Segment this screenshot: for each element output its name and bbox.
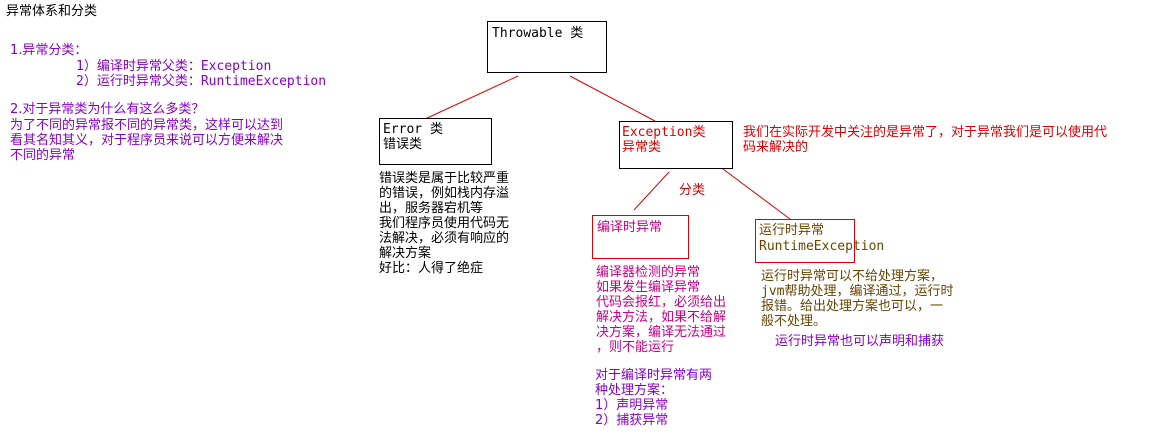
exception-note-line: 我们在实际开发中关注的是异常了，对于异常我们是可以使用代 xyxy=(743,125,1108,140)
error-node-sublabel: 错误类 xyxy=(383,137,423,152)
compile-handling-line: 种处理方案： xyxy=(595,383,674,398)
error-desc-line: 好比：人得了绝症 xyxy=(379,261,484,276)
why-answer-line: 为了不同的异常报不同的异常类，这样可以达到 xyxy=(10,118,284,133)
runtime-exception-node: 运行时异常 RuntimeException xyxy=(755,219,884,263)
error-node: Error 类 错误类 xyxy=(379,118,492,165)
why-answer-line: 不同的异常 xyxy=(10,148,76,163)
line-exception-runtime xyxy=(722,168,791,220)
compile-exception-node: 编译时异常 xyxy=(592,215,689,259)
exception-node-sublabel: 异常类 xyxy=(622,140,662,155)
exception-node-label: Exception类 xyxy=(622,125,706,140)
compile-handling-line: 1）声明异常 xyxy=(595,398,669,413)
runtime-desc-line: 运行时异常可以不给处理方案， xyxy=(761,269,944,284)
error-node-label: Error 类 xyxy=(383,122,443,137)
runtime-extra-note: 运行时异常也可以声明和捕获 xyxy=(775,334,945,349)
line-exception-compile xyxy=(633,171,670,211)
compile-desc-line: 决方案，编译无法通过 xyxy=(596,325,727,340)
classification-item-compile: 1）编译时异常父类：Exception xyxy=(76,59,272,74)
error-desc-line: 解决方案 xyxy=(379,246,432,261)
runtime-desc-line: 报错。给出处理方案也可以，一 xyxy=(761,299,944,314)
throwable-node-label: Throwable 类 xyxy=(492,26,584,41)
compile-desc-line: 解决方法，如果不给解 xyxy=(596,310,727,325)
compile-desc-line: 如果发生编译异常 xyxy=(596,280,701,295)
compile-handling-line: 2）捕获异常 xyxy=(595,413,669,428)
exception-node: Exception类 异常类 xyxy=(619,121,733,169)
exception-note-line: 码来解决的 xyxy=(743,140,809,155)
runtime-desc-line: 般不处理。 xyxy=(761,314,827,329)
compile-desc-line: 编译器检测的异常 xyxy=(596,265,701,280)
compile-handling-line: 对于编译时异常有两 xyxy=(595,368,713,383)
error-desc-line: 的错误，例如栈内存溢 xyxy=(379,186,510,201)
error-desc-line: 出，服务器宕机等 xyxy=(379,201,484,216)
why-heading: 2.对于异常类为什么有这么多类？ xyxy=(10,102,205,117)
compile-desc-line: 代码会报红，必须给出 xyxy=(596,295,727,310)
classification-item-runtime: 2）运行时异常父类：RuntimeException xyxy=(76,74,327,89)
compile-exception-node-label: 编译时异常 xyxy=(597,220,663,235)
classify-label: 分类 xyxy=(679,183,706,198)
line-throwable-exception xyxy=(569,75,656,122)
why-answer-line: 看其名知其义，对于程序员来说可以方便来解决 xyxy=(10,133,284,148)
line-throwable-error xyxy=(424,75,519,120)
error-desc-line: 错误类是属于比较严重 xyxy=(379,171,510,186)
runtime-desc-line: jvm帮助处理，编译通过，运行时 xyxy=(761,284,954,299)
runtime-exception-node-label: 运行时异常 xyxy=(759,223,825,238)
error-desc-line: 法解决，必须有响应的 xyxy=(379,231,510,246)
error-desc-line: 我们程序员使用代码无 xyxy=(379,216,510,231)
classification-heading: 1.异常分类： xyxy=(10,43,88,58)
page-title: 异常体系和分类 xyxy=(6,4,98,19)
runtime-exception-node-sublabel: RuntimeException xyxy=(759,239,885,254)
throwable-node: Throwable 类 xyxy=(487,21,607,73)
compile-desc-line: ，则不能运行 xyxy=(596,340,675,355)
